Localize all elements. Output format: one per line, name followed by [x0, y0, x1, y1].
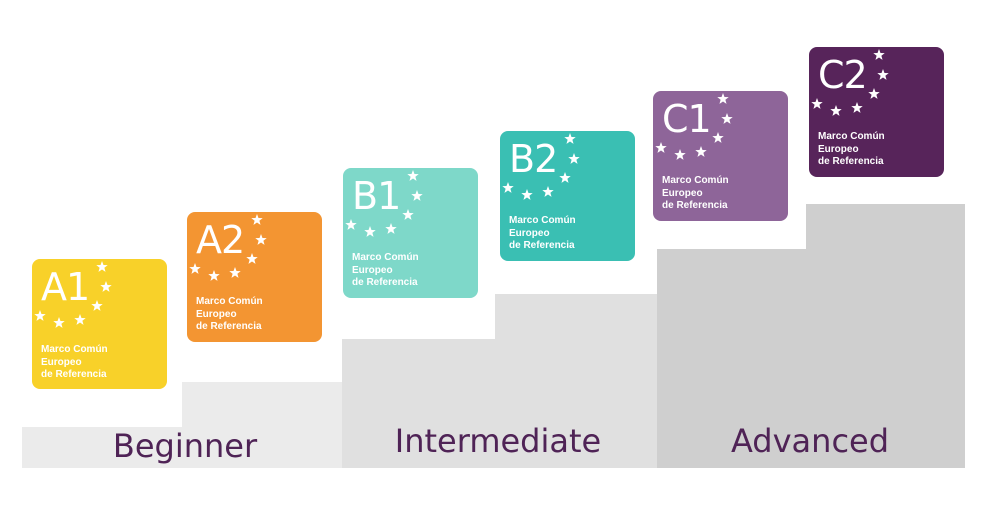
tier-label-intermediate: Intermediate [394, 422, 602, 460]
level-code: A1 [41, 265, 90, 309]
step-b2 [495, 294, 657, 468]
star-icon [559, 172, 571, 183]
star-icon [873, 49, 885, 60]
star-icon [96, 261, 108, 272]
star-icon [502, 182, 514, 193]
star-icon [385, 223, 397, 234]
step-a2 [182, 382, 342, 468]
star-icon [91, 300, 103, 311]
star-icon [345, 170, 423, 237]
level-code: B2 [509, 137, 558, 181]
star-icon [246, 253, 258, 264]
star-icon [868, 88, 880, 99]
star-icon [53, 317, 65, 328]
star-icon [74, 314, 86, 325]
star-icon [251, 214, 263, 225]
level-code: C2 [818, 53, 868, 97]
tier-label-beginner: Beginner [112, 427, 258, 465]
star-icon [851, 102, 863, 113]
star-icon [568, 153, 580, 164]
step-c2 [806, 204, 965, 468]
star-icon [712, 132, 724, 143]
star-icon [34, 261, 112, 328]
star-icon [695, 146, 707, 157]
star-icon [521, 189, 533, 200]
star-icon [189, 214, 267, 281]
star-icon [717, 93, 729, 104]
star-icon [830, 105, 842, 116]
star-icon [811, 49, 889, 116]
star-icon [502, 133, 580, 200]
step-c1 [657, 249, 806, 468]
star-icon [655, 93, 733, 160]
star-icon [674, 149, 686, 160]
level-code: B1 [352, 174, 401, 218]
star-icon [877, 69, 889, 80]
star-icon [100, 281, 112, 292]
star-icon [229, 267, 241, 278]
step-a1 [22, 427, 182, 468]
step-b1 [342, 339, 495, 468]
star-icon [811, 98, 823, 109]
star-icon [402, 209, 414, 220]
star-icon [542, 186, 554, 197]
star-icon [407, 170, 419, 181]
star-icon [655, 142, 667, 153]
star-icon [208, 270, 220, 281]
star-icon [564, 133, 576, 144]
level-code: A2 [196, 218, 245, 262]
level-code: C1 [662, 97, 712, 141]
star-icon [345, 219, 357, 230]
star-icon [255, 234, 267, 245]
star-icon [411, 190, 423, 201]
star-icon [34, 310, 46, 321]
tier-label-advanced: Advanced [730, 422, 890, 460]
star-icon [364, 226, 376, 237]
star-icon [721, 113, 733, 124]
star-icon [189, 263, 201, 274]
